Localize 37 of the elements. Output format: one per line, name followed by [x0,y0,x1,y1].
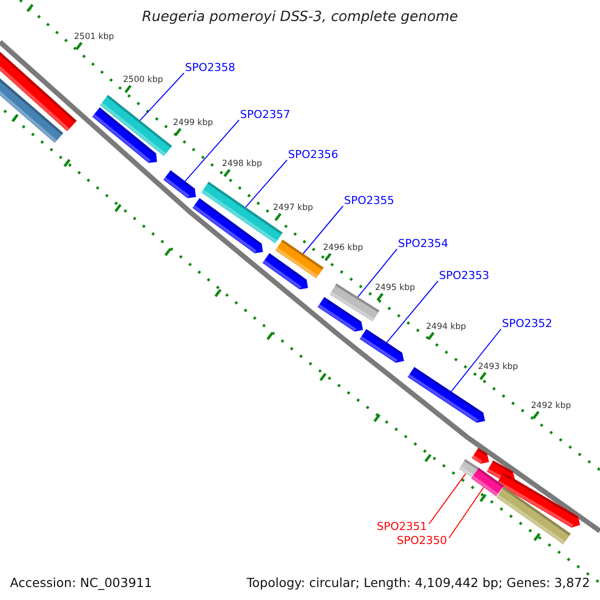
gene-label: SPO2354 [398,237,448,250]
gene-feature [100,94,172,156]
gene-feature [360,328,404,363]
tick-label: 2499 kbp [173,118,214,129]
leader-line [428,473,466,524]
gene-feature [275,240,324,278]
gene-label: SPO2352 [502,317,552,330]
gene-feature [471,468,504,496]
tick-label: 2493 kbp [478,362,518,373]
leader-line [450,328,502,392]
leader-line [140,72,184,121]
leader-line [357,248,398,298]
gene-label: SPO2351 [376,520,427,533]
tick-label: 2495 kbp [375,283,416,294]
title: Ruegeria pomeroyi DSS-3, complete genome [142,9,458,25]
gene-label: SPO2353 [439,269,490,282]
tick-label: 2498 kbp [222,159,262,170]
gene-label: SPO2356 [288,148,338,161]
gene-label: SPO2357 [240,108,290,121]
tick-label: 2497 kbp [273,203,314,214]
tick-label: 2501 kbp [74,32,114,43]
footer-text: Accession: NC_003911 [10,575,152,590]
tick-label: 2496 kbp [323,243,364,254]
leader-line [302,206,344,254]
footer-text: Topology: circular; Length: 4,109,442 bp; Genes: 3,872 [246,575,590,590]
tick-label: 2492 kbp [531,401,572,412]
tick-label: 2494 kbp [426,322,466,333]
gene-label: SPO2355 [344,194,394,207]
leader-line [386,280,438,343]
gene-label: SPO2350 [396,534,447,547]
gene-feature [163,170,196,198]
tick-label: 2500 kbp [123,75,164,86]
leader-line [448,486,484,538]
leader-line [184,120,240,182]
gene-label: SPO2358 [185,61,236,74]
leader-line [245,160,288,208]
gene-feature [458,458,480,478]
